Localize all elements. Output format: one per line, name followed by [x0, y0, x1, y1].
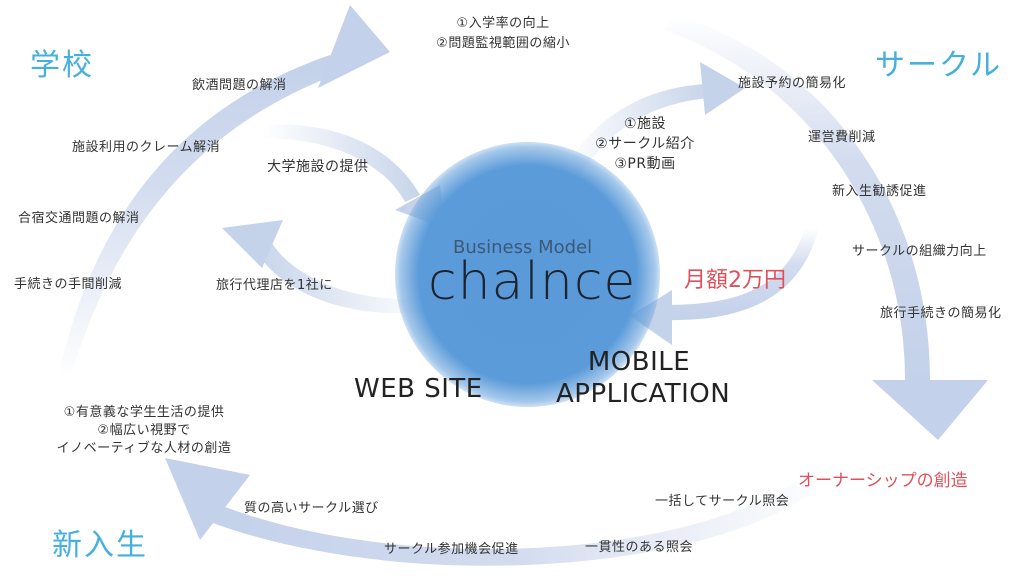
freshman-benefits: ①有意義な学生生活の提供 ②幅広い視野で イノベーティブな人材の創造 [30, 404, 258, 458]
school-procedures: 手続きの手間削減 [14, 277, 123, 292]
club-travel-proc: 旅行手続きの簡易化 [880, 306, 1002, 321]
school-travel-agency: 旅行代理店を1社に [216, 278, 333, 293]
club-org-power: サークルの組織力向上 [852, 244, 987, 259]
arrow-right-outer [665, 14, 930, 380]
school-facility-claims: 施設利用のクレーム解消 [72, 140, 221, 155]
school-facility-provide: 大学施設の提供 [267, 159, 369, 175]
freshman-benefit-3: イノベーティブな人材の創造 [56, 441, 232, 456]
top-benefits: ①入学率の向上 ②問題監視範囲の縮小 [410, 14, 596, 54]
freshman-bulk-inquiry: 一括してサークル照会 [655, 494, 790, 509]
offer-pr-video: ③PR動画 [614, 156, 676, 172]
arrow-inner-top [262, 124, 420, 202]
club-booking: 施設予約の簡易化 [738, 76, 847, 91]
mobile-label-line2: APPLICATION [556, 379, 731, 409]
circle-club-title: サークル [875, 48, 1003, 83]
school-title: 学校 [30, 48, 94, 83]
offer-club-intro: ②サークル紹介 [595, 136, 695, 152]
school-camp-transport: 合宿交通問題の解消 [18, 211, 140, 226]
arrow-right-outer-head [872, 380, 988, 440]
arrow-inner-right [665, 228, 818, 321]
club-cost-cut: 運営費削減 [808, 130, 876, 145]
offer-list: ①施設 ②サークル紹介 ③PR動画 [585, 114, 705, 174]
business-model-circle [395, 142, 660, 407]
school-drinking: 飲酒問題の解消 [192, 78, 287, 93]
arrow-inner-left-head [222, 220, 283, 268]
monthly-price: 月額2万円 [684, 268, 786, 293]
ownership-label: オーナーシップの創造 [798, 471, 968, 491]
freshman-title: 新入生 [52, 528, 148, 563]
freshman-consistent: 一貫性のある照会 [585, 540, 694, 555]
mobile-app-label: MOBILE APPLICATION [556, 346, 731, 410]
web-site-label: WEB SITE [354, 374, 483, 404]
top-benefit-2: ②問題監視範囲の縮小 [436, 36, 570, 51]
arrow-left-outer-head [318, 5, 390, 88]
freshman-benefit-1: ①有意義な学生生活の提供 [63, 405, 225, 420]
freshman-participation: サークル参加機会促進 [384, 542, 519, 557]
business-model-label: Business Model [453, 237, 593, 258]
arrow-inner-club-head [700, 62, 745, 115]
product-name: chalnce [428, 252, 637, 312]
arrow-bottom-outer [205, 470, 830, 566]
offer-facility: ①施設 [623, 116, 667, 132]
top-benefit-1: ①入学率の向上 [456, 16, 550, 31]
club-recruit: 新入生勧誘促進 [832, 184, 927, 199]
mobile-label-line1: MOBILE [587, 347, 691, 377]
arrow-bottom-outer-head [165, 458, 250, 540]
freshman-quality: 質の高いサークル選び [244, 501, 379, 516]
freshman-benefit-2: ②幅広い視野で [97, 423, 191, 438]
